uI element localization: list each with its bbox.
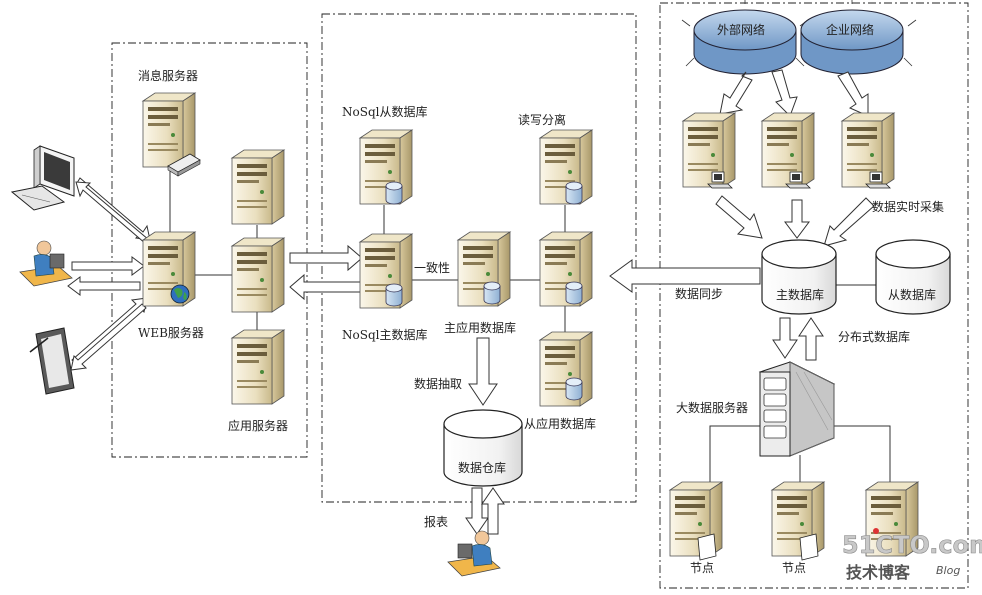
slave-db-cylinder — [875, 239, 951, 315]
label-slave-db: 从数据库 — [888, 287, 936, 302]
rw-split-db-top-icon — [565, 181, 583, 205]
label-master-db: 主数据库 — [776, 287, 824, 302]
enterprise-network-disc — [800, 0, 917, 75]
label-message-server: 消息服务器 — [138, 68, 198, 83]
client-web-arrows — [67, 177, 151, 371]
label-data-warehouse: 数据仓库 — [458, 460, 506, 475]
collector-master-arrows — [715, 195, 875, 247]
rw-split-db-middle-icon — [565, 281, 583, 305]
app-server-top — [231, 149, 285, 225]
zone-right — [659, 2, 969, 589]
label-enterprise-net: 企业网络 — [826, 22, 874, 37]
network-collector-arrows — [719, 69, 869, 117]
distributed-db-arrows — [772, 317, 824, 361]
app-server-bottom — [231, 329, 285, 405]
bigdata-server-rack — [758, 361, 836, 457]
label-external-net: 外部网络 — [717, 22, 765, 37]
label-web-server: WEB服务器 — [138, 325, 204, 340]
label-app-server: 应用服务器 — [228, 418, 288, 433]
label-rw-split: 读写分离 — [518, 112, 566, 127]
data-extract-arrow — [468, 337, 498, 406]
watermark-51cto: 51CTO.com 技术博客 Blog — [842, 528, 982, 582]
report-user-icon — [447, 530, 501, 577]
nosql-slave-db-icon — [385, 181, 403, 205]
label-consistency: 一致性 — [414, 261, 450, 275]
watermark-blog: Blog — [936, 564, 960, 577]
collector-server-3 — [841, 112, 895, 188]
label-main-app-db: 主应用数据库 — [444, 320, 516, 335]
tablet-device-icon — [29, 327, 75, 395]
slave-app-db-icon — [565, 377, 583, 401]
label-nosql-slave: NoSql从数据库 — [342, 104, 427, 119]
globe-icon — [170, 284, 190, 304]
main-app-db-icon — [483, 281, 501, 305]
app-server-middle — [231, 237, 285, 313]
external-network-disc — [681, 0, 809, 75]
app-nosql-arrows — [289, 244, 363, 301]
node-2-page-icon — [799, 533, 819, 561]
label-realtime-collect: 数据实时采集 — [872, 199, 944, 214]
label-distributed-db: 分布式数据库 — [838, 329, 910, 344]
label-slave-app-db: 从应用数据库 — [524, 416, 596, 431]
collector-server-2 — [761, 112, 815, 188]
desktop-computer-icon — [10, 145, 75, 211]
node-1-page-icon — [697, 533, 717, 561]
report-arrows — [465, 487, 505, 535]
watermark-sub: 技术博客 — [846, 563, 911, 582]
data-sync-arrow — [609, 259, 761, 293]
watermark-brand: 51CTO.com — [842, 531, 982, 559]
label-node-2: 节点 — [782, 561, 806, 575]
label-node-1: 节点 — [690, 561, 714, 575]
label-nosql-master: NoSql主数据库 — [342, 327, 427, 342]
user-at-desk-icon — [19, 240, 73, 287]
nosql-master-db-icon — [385, 283, 403, 307]
label-bigdata-server: 大数据服务器 — [676, 400, 748, 415]
collector-server-1 — [682, 112, 736, 188]
label-report: 报表 — [424, 514, 448, 529]
label-data-extract: 数据抽取 — [414, 376, 462, 391]
label-data-sync: 数据同步 — [675, 286, 723, 301]
message-server-modem-icon — [167, 153, 201, 177]
master-db-cylinder — [761, 239, 837, 315]
zone-left — [111, 42, 308, 458]
data-warehouse-cylinder — [443, 409, 523, 487]
